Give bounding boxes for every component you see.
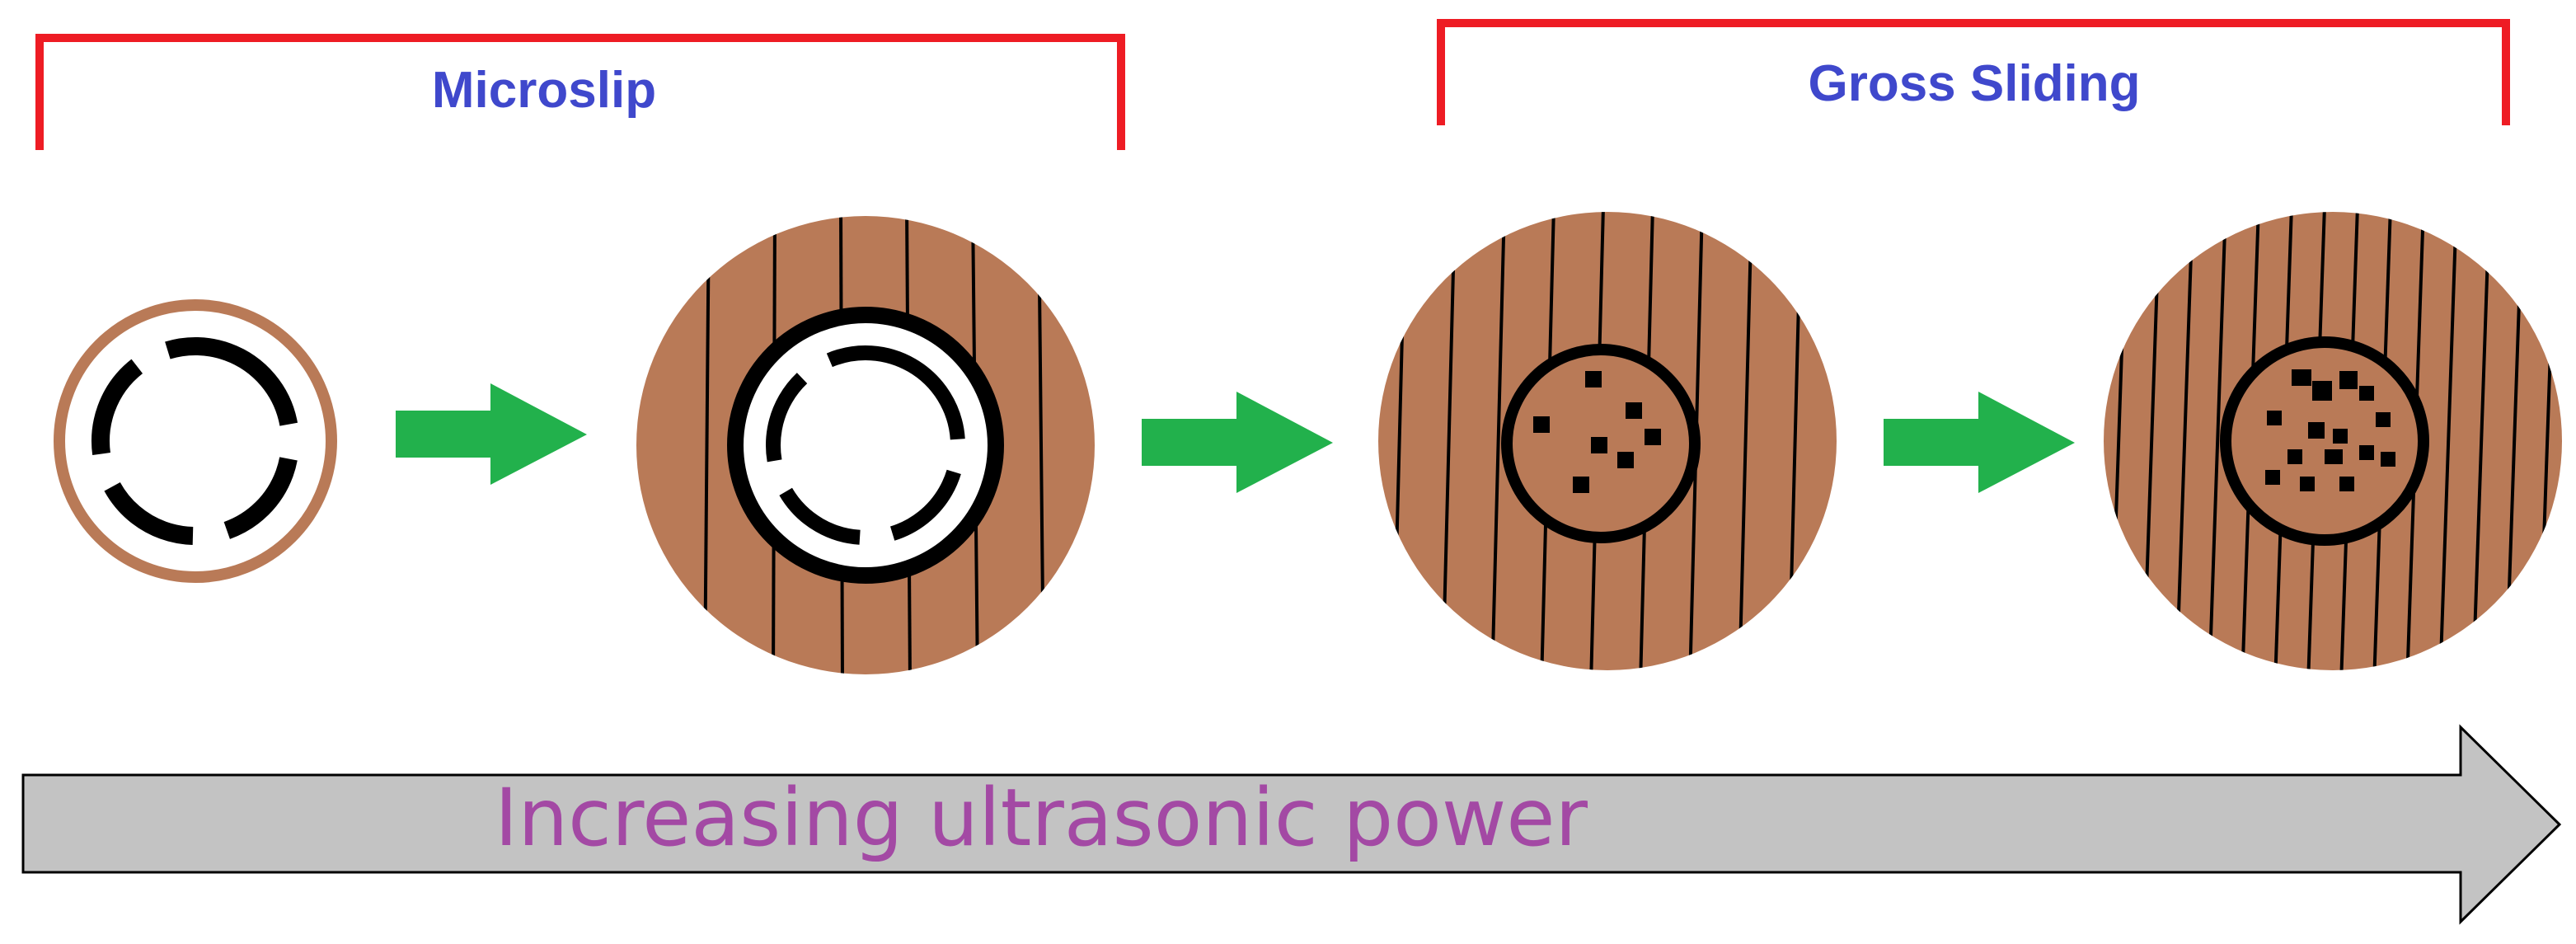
gross-sliding-label: Gross Sliding xyxy=(1808,55,2140,112)
step-arrow-1 xyxy=(396,383,587,485)
stage-2-bond-segments xyxy=(766,345,965,545)
gross-sliding-bracket-line xyxy=(1437,19,2510,125)
power-arrow-label: Increasing ultrasonic power xyxy=(495,772,1588,864)
step-arrow-3 xyxy=(1884,392,2075,493)
microslip-label: Microslip xyxy=(432,62,656,119)
stage-3-particles xyxy=(1533,371,1661,493)
power-arrow-shape xyxy=(21,724,2562,925)
stage-2-bond xyxy=(636,216,1095,674)
stage-4-bond-area xyxy=(2220,336,2429,546)
microslip-bracket-line xyxy=(35,34,1125,150)
microslip-bracket: Microslip xyxy=(35,34,1125,150)
stage-1-bond-segments xyxy=(91,337,299,545)
stage-3-bond xyxy=(1378,212,1837,670)
stage-1-bond xyxy=(54,299,337,583)
stage-4-particles xyxy=(2265,369,2395,491)
gross-sliding-bracket: Gross Sliding xyxy=(1437,19,2510,125)
stage-4-bond xyxy=(2104,212,2562,670)
step-arrow-2 xyxy=(1142,392,1333,493)
power-arrow: Increasing ultrasonic power xyxy=(21,724,2562,925)
